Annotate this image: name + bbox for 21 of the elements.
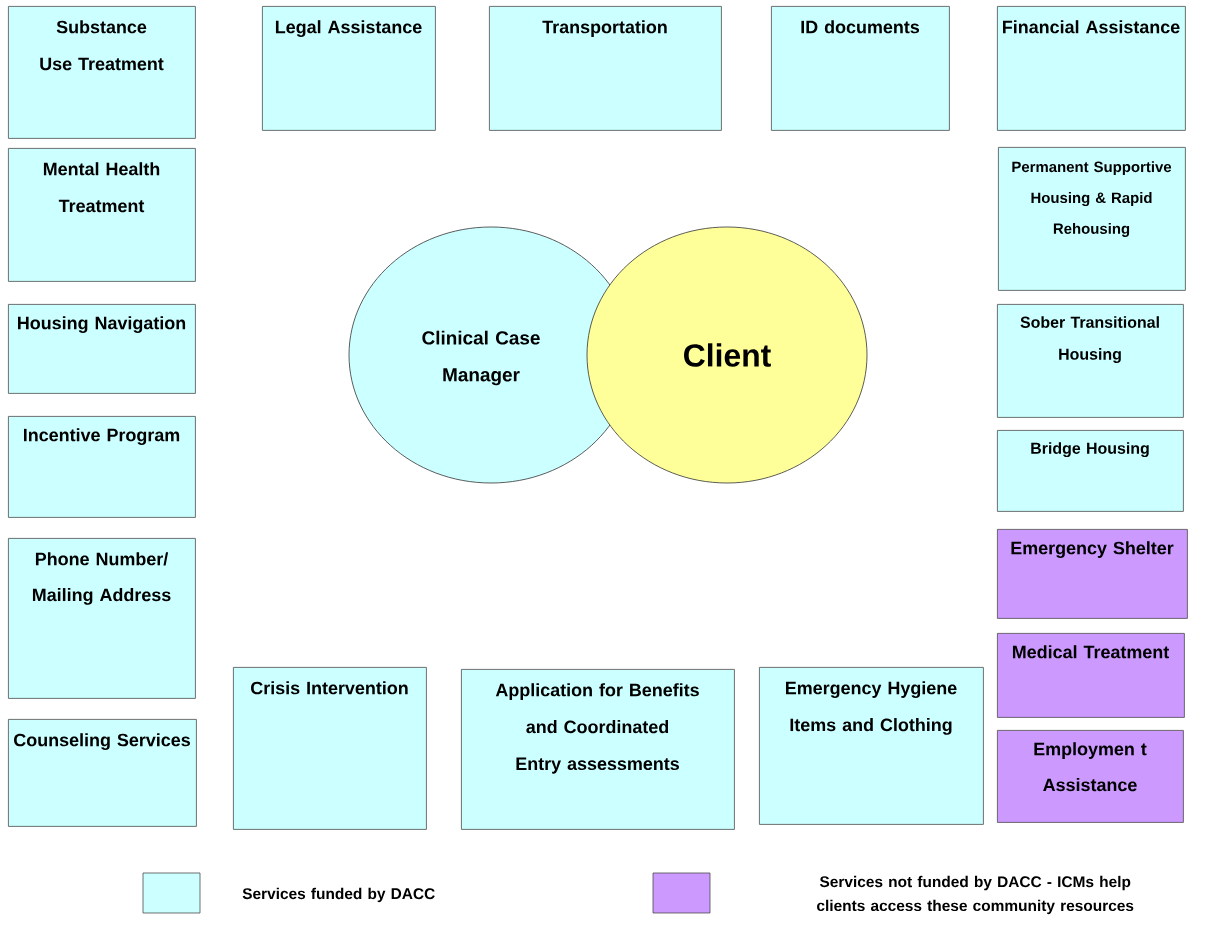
- service-box: Housing Navigation: [8, 304, 196, 394]
- service-box: Emergency Hygiene Items and Clothing: [759, 667, 984, 825]
- service-box: Incentive Program: [8, 416, 196, 518]
- service-box: Phone Number/ Mailing Address: [8, 538, 196, 699]
- service-box: Legal Assistance: [262, 6, 436, 131]
- service-box: Counseling Services: [8, 719, 197, 827]
- legend-text: Services not funded by DACC - ICMs help clients access these community resources: [817, 875, 1134, 915]
- service-box: ID documents: [771, 6, 950, 131]
- service-box: Bridge Housing: [997, 430, 1184, 512]
- service-box: Permanent Supportive Housing & Rapid Rehousing: [998, 147, 1186, 291]
- service-box: Crisis Intervention: [233, 667, 427, 830]
- service-box: Mental Health Treatment: [8, 148, 196, 282]
- service-box: Application for Benefits and Coordinated Entry assessments: [461, 669, 735, 830]
- service-box: Financial Assistance: [997, 6, 1186, 131]
- service-box: Emergency Shelter: [997, 529, 1188, 619]
- service-box: Medical Treatment: [997, 633, 1185, 718]
- service-box: Employmen t Assistance: [997, 730, 1184, 823]
- legend-text: Services funded by DACC: [242, 887, 435, 903]
- service-box: Substance Use Treatment: [8, 6, 196, 139]
- service-box: Transportation: [489, 6, 722, 131]
- service-box: Sober Transitional Housing: [997, 304, 1184, 418]
